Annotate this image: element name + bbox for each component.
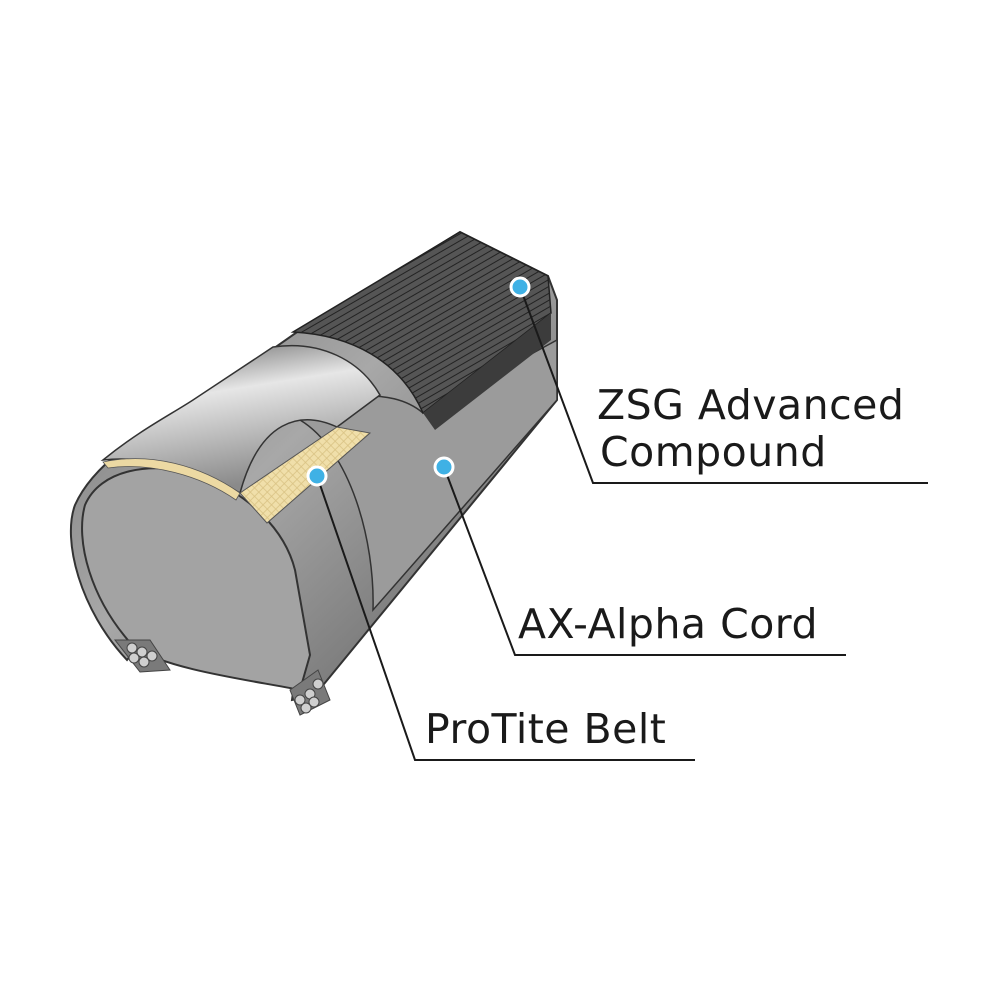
- protite-leader-line: [316, 475, 695, 761]
- protite-belt: [239, 426, 372, 524]
- zsg-marker-dot: [509, 276, 531, 298]
- tread-base: [423, 313, 551, 430]
- protite-belt-strip: [102, 458, 241, 501]
- zsg-leader-line: [519, 286, 928, 484]
- ax-marker-dot: [433, 456, 455, 478]
- ax-label: AX-Alpha Cord: [518, 600, 818, 648]
- bead-right: [289, 669, 331, 716]
- zsg-label-line1: ZSG Advanced: [597, 381, 905, 429]
- protite-label: ProTite Belt: [425, 705, 667, 753]
- bead-left: [113, 639, 171, 673]
- protite-marker-dot: [306, 465, 328, 487]
- zsg-label-line2: Compound: [600, 428, 827, 476]
- ax-leader-line: [443, 466, 846, 656]
